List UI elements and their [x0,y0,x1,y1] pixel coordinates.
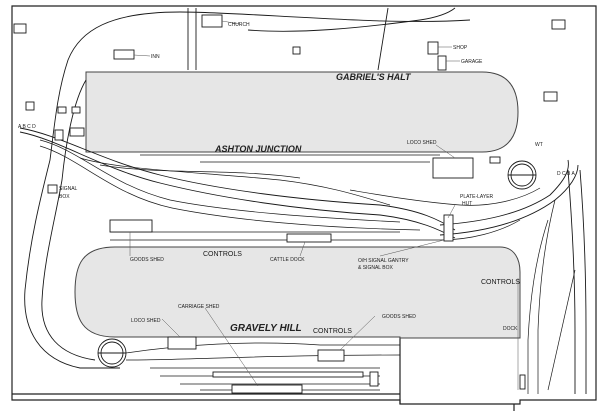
left-hut-1 [25,101,35,111]
label-plate-layer-hut-l2: HUT [462,201,472,207]
lower-yard-1 [125,342,400,354]
goods-siding-2 [110,219,521,241]
label-gantry: O/H SIGNAL GANTRY& SIGNAL BOX [358,258,409,271]
label-gantry-l2: & SIGNAL BOX [358,265,393,271]
main-line-1 [19,127,456,231]
main-line-3 [39,139,401,223]
left-hut-5 [69,127,85,137]
carriage-shed-leader [204,307,259,387]
branch-line-2 [99,164,301,179]
water-tower [489,156,501,164]
label-plate-layer-hut-l1: PLATE-LAYER [460,194,494,200]
church-building [201,14,223,28]
label-wt: WT [535,142,543,148]
label-gravely-hill: GRAVELY HILL [230,323,302,334]
label-inn: INN [151,54,160,60]
label-signal-box-l2: BOX [59,194,70,200]
right-line-4 [527,219,549,394]
outer-loop-track [24,11,471,369]
loco-shed-top-building [432,157,474,179]
lower-yard-2 [125,354,401,361]
top-left-building [13,23,27,34]
garage-building [437,55,447,71]
label-cattle-dock: CATTLE DOCK [270,257,305,263]
label-abcd: A B C D [18,124,36,130]
left-hut-4 [54,129,64,141]
connecting-curve [349,187,541,206]
top-right-building-1 [551,19,566,30]
label-gabriels-halt: GABRIEL'S HALT [336,72,412,82]
upper-baseboard [85,71,519,153]
top-right-building-2 [543,91,558,102]
label-signal-box-l1: SIGNAL [59,186,78,192]
label-carriage-shed: CARRIAGE SHED [178,304,220,310]
signal-gantry [443,214,454,242]
branch-line-1 [79,157,391,206]
through-line-right-1 [439,159,569,226]
right-hut [519,374,526,390]
signal-box-building [47,184,58,194]
label-goods-shed-left: GOODS SHED [130,257,164,263]
goods-shed-bottom-leader [339,315,376,351]
church-leader [221,20,241,25]
right-line-1 [567,169,576,394]
inn-building [113,49,135,60]
loco-shed-bottom-leader [161,318,181,338]
cattle-dock-platform [286,233,332,243]
label-controls-mid: CONTROLS [203,251,242,258]
shop-building [427,41,439,55]
plate-layer-leader [447,204,456,219]
label-signal-box: SIGNAL BOX [59,186,78,200]
gantry-leader [379,239,445,257]
goods-shed-bottom-building [317,349,345,362]
goods-shed-left-building [109,219,153,233]
label-gantry-l1: O/H SIGNAL GANTRY [358,258,409,264]
inn-leader [133,54,151,57]
road-diag [377,7,389,71]
inner-loop-track [41,79,96,361]
label-goods-shed-bottom: GOODS SHED [382,314,416,320]
bottom-platform [212,371,364,378]
small-building-top [292,46,301,55]
room-outline [11,5,597,405]
cattle-dock-leader [299,241,306,257]
label-shop: SHOP [453,45,468,51]
lower-baseboard [74,246,521,339]
right-line-2 [579,169,587,394]
label-church: CHURCH [228,22,250,28]
bottom-hut [369,371,379,387]
label-dock: DOCK [503,326,518,332]
left-hut-3 [71,106,81,114]
label-controls-right: CONTROLS [481,279,520,286]
label-ashton-junction: ASHTON JUNCTION [214,144,302,154]
label-controls-bottom: CONTROLS [313,328,352,335]
label-garage: GARAGE [461,59,483,65]
label-loco-shed-top: LOCO SHED [407,140,437,146]
label-dcba: D C B A [557,171,575,177]
label-loco-shed-bottom: LOCO SHED [131,318,161,324]
loco-shed-top-leader [435,144,456,159]
carriage-shed-building [231,384,303,394]
loco-shed-bottom-building [167,336,197,350]
road-curve [247,7,456,32]
main-line-2 [19,131,456,239]
right-crossover [547,269,576,391]
through-line-right-2 [439,164,579,236]
right-line-3 [537,199,556,394]
main-line-4 [39,145,421,231]
left-hut-2 [57,106,67,114]
